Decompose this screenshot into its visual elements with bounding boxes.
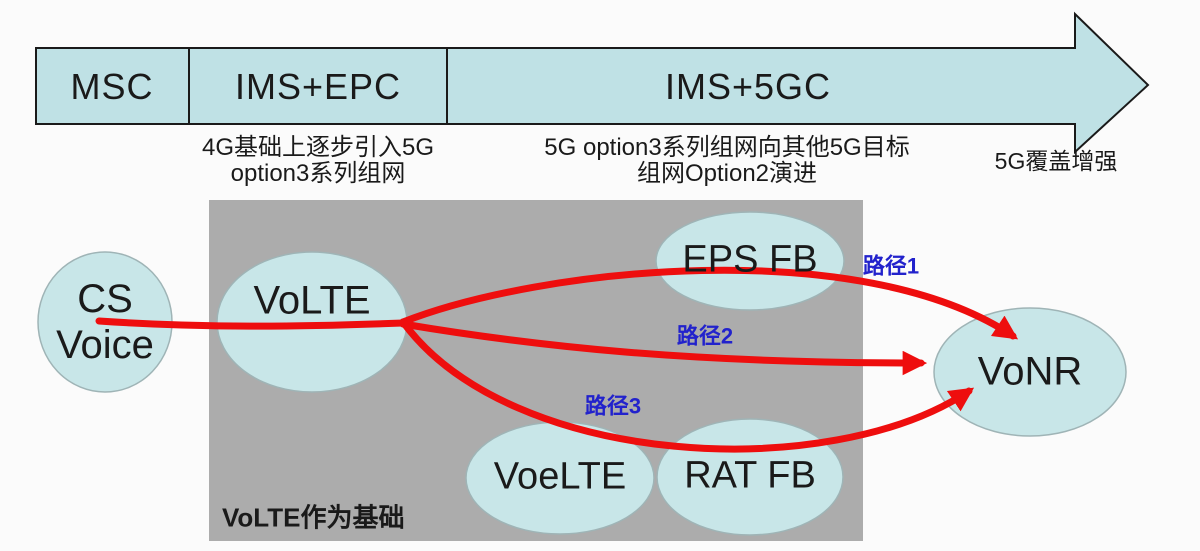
- segment-label-ims-epc: IMS+EPC: [234, 65, 402, 107]
- cs-voice-to-volte-line: [95, 317, 407, 330]
- cs-voice-line: CS: [77, 277, 133, 321]
- cs-voice-line: Voice: [56, 323, 154, 367]
- eps-fb-ellipse: [655, 211, 845, 311]
- path-label-3: 路径3: [584, 393, 642, 419]
- evolution-path-1: [399, 266, 1019, 340]
- node-label-volte: VoLTE: [253, 278, 371, 323]
- node-label-cs-voice: CS Voice: [56, 276, 154, 368]
- node-label-rat-fb: RAT FB: [684, 454, 816, 497]
- vonr-ellipse: [933, 307, 1127, 437]
- path-label-1: 路径1: [862, 253, 920, 279]
- node-label-voelte: VoeLTE: [493, 455, 627, 498]
- segment-label-msc: MSC: [70, 65, 154, 107]
- foundation-box-caption: VoLTE作为基础: [222, 502, 405, 533]
- node-label-eps-fb: EPS FB: [682, 238, 818, 281]
- segment-note-ims-epc: 4G基础上逐步引入5G option3系列组网: [202, 135, 434, 187]
- segment-note-line: option3系列组网: [230, 160, 406, 187]
- evolution-path-3: [399, 318, 975, 453]
- segment-note-ims-5gc: 5G option3系列组网向其他5G目标 组网Option2演进: [544, 135, 909, 187]
- segment-label-ims-5gc: IMS+5GC: [664, 65, 832, 107]
- timeline-arrow-shape: [35, 11, 1150, 155]
- arrowhead-note-5g-coverage: 5G覆盖增强: [994, 148, 1118, 175]
- node-label-vonr: VoNR: [977, 349, 1083, 394]
- path-label-2: 路径2: [676, 323, 734, 349]
- segment-note-line: 4G基础上逐步引入5G: [201, 134, 435, 161]
- segment-note-line: 组网Option2演进: [636, 160, 818, 187]
- evolution-path-2: [399, 320, 928, 376]
- segment-note-line: 5G option3系列组网向其他5G目标: [544, 134, 910, 161]
